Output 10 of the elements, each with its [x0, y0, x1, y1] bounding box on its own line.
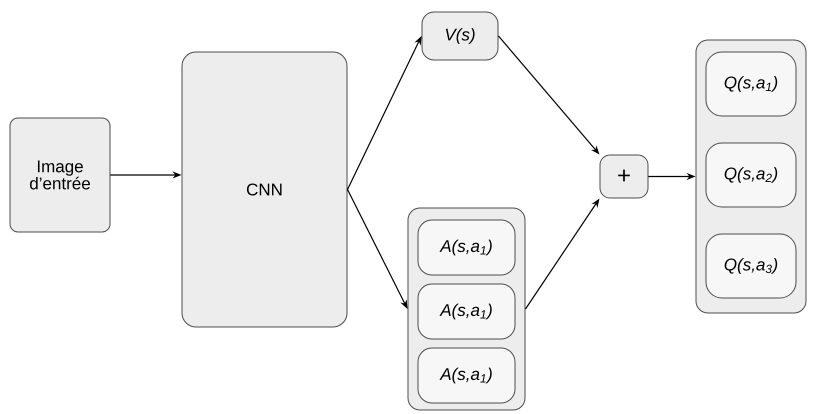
advantage-box: A(s,a$_{1}$)	[418, 284, 516, 340]
output-box: Q(s,a$_{3}$)	[706, 234, 796, 298]
output-box: Q(s,a$_{2}$)	[706, 142, 796, 208]
advantage-box: A(s,a$_{1}$)	[418, 220, 516, 276]
value-box: V(s)	[422, 12, 498, 60]
cnn-box: CNN	[182, 52, 348, 328]
advantage-box: A(s,a$_{1}$)	[418, 348, 516, 404]
sum-node: +	[600, 154, 648, 198]
output-box: Q(s,a$_{1}$)	[706, 52, 796, 116]
input-box: Image d’entrée	[10, 118, 110, 232]
